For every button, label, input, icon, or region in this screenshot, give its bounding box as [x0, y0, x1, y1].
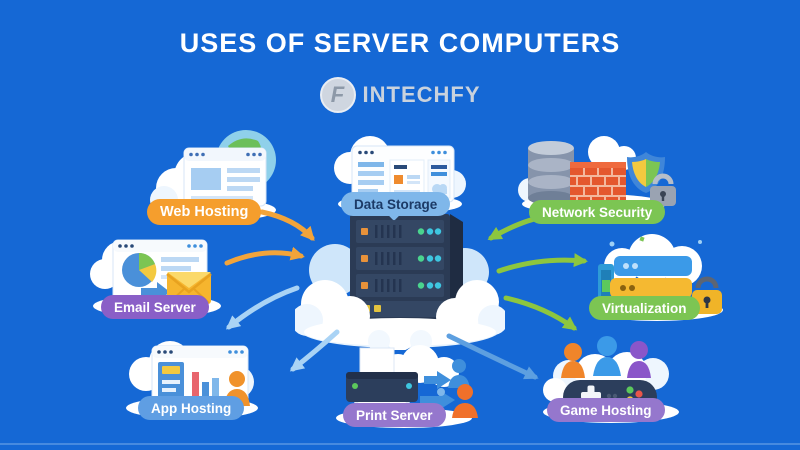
rack-unit-2: [356, 247, 444, 270]
label-email-server: Email Server: [101, 295, 209, 319]
print-arrow-2: [420, 390, 455, 410]
brand-logo: F INTECHFY: [0, 74, 800, 116]
rack-unit-1: [356, 220, 444, 243]
arrow-server-to-game: [503, 295, 578, 331]
label-web-hosting: Web Hosting: [147, 199, 262, 225]
server-rack-icon: [295, 214, 505, 350]
firewall-bricks: [570, 162, 626, 206]
page-title: USES OF SERVER COMPUTERS: [179, 28, 621, 58]
arrow-server-to-virtualization: [496, 253, 588, 274]
player-figures: [561, 336, 651, 378]
brand-logo-icon: F: [319, 77, 356, 113]
bottom-divider: [0, 443, 800, 445]
label-data-storage: Data Storage: [341, 192, 451, 216]
arrow-server-to-app: [225, 285, 300, 330]
label-game-hosting: Game Hosting: [547, 398, 665, 422]
dashboard-window: [351, 145, 455, 203]
print-arrow-1: [424, 371, 451, 389]
print-users: [437, 359, 478, 418]
server-clouds: [295, 280, 505, 350]
app-window: [151, 345, 249, 407]
arrow-email-to-server: [224, 246, 305, 266]
database-cylinders: [528, 141, 574, 205]
label-network-security: Network Security: [529, 200, 666, 224]
label-app-hosting: App Hosting: [138, 396, 245, 420]
brand-name: INTECHFY: [362, 82, 481, 107]
browser-window: [183, 147, 267, 207]
rack-unit-3: [356, 274, 444, 297]
rack-body: [350, 214, 463, 330]
label-virtualization: Virtualization: [589, 296, 700, 320]
label-print-server: Print Server: [343, 403, 446, 427]
